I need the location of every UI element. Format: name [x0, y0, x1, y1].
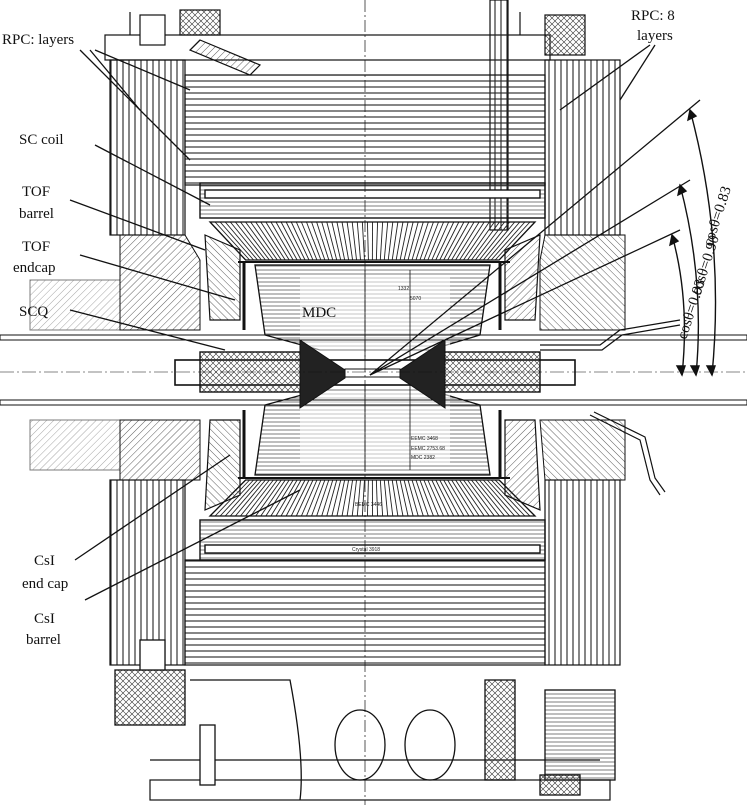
- csi-crystal: [296, 480, 313, 516]
- label-csi-endcap-line2: end cap: [22, 576, 68, 592]
- csi-crystal: [362, 480, 364, 516]
- csi-crystal: [367, 222, 368, 260]
- label-tof-barrel-line1: TOF: [22, 184, 50, 200]
- csi-crystal: [301, 480, 317, 516]
- rpc-endcap-left: [110, 60, 185, 665]
- csi-crystal: [357, 480, 360, 516]
- csi-crystal: [428, 222, 444, 260]
- label-tof-endcap-line2: endcap: [13, 260, 55, 276]
- dimension-5070: 5070: [410, 296, 421, 302]
- csi-crystal: [352, 222, 356, 260]
- label-csi-barrel-line2: barrel: [26, 632, 61, 648]
- csi-crystal: [444, 480, 464, 516]
- csi-crystal: [432, 480, 449, 516]
- csi-crystal: [332, 480, 341, 516]
- csi-crystal: [400, 480, 408, 516]
- bemc-note: BEMC 3446: [355, 502, 382, 508]
- csi-crystal: [444, 222, 464, 260]
- label-csi-endcap-line1: CsI: [34, 553, 55, 569]
- csi-crystal: [432, 222, 449, 260]
- csi-crystal: [286, 480, 305, 516]
- csi-crystal: [286, 222, 305, 260]
- csi-crystal: [337, 480, 345, 516]
- label-sc-coil: SC coil: [19, 132, 64, 148]
- crystal-note: Crystal 3918: [352, 547, 380, 553]
- csi-crystal: [380, 480, 382, 516]
- csi-crystal: [357, 222, 360, 260]
- label-tof-endcap-line1: TOF: [22, 239, 50, 255]
- mdc-note: MDC 2382: [411, 455, 435, 461]
- label-cos-0-93: cosθ=0.93: [675, 277, 709, 341]
- csi-crystal: [408, 222, 418, 260]
- csi-crystal: [362, 222, 364, 260]
- csi-crystal: [400, 222, 408, 260]
- angle-labels: cosθ=0.83 cosθ=0.90 cosθ=0.93: [675, 184, 735, 341]
- csi-crystal: [376, 480, 377, 516]
- csi-crystal: [440, 222, 459, 260]
- label-tof-barrel-line2: barrel: [19, 206, 54, 222]
- csi-crystal: [367, 480, 368, 516]
- csi-crystal: [384, 222, 387, 260]
- csi-crystal: [296, 222, 313, 260]
- csi-crystal: [428, 480, 444, 516]
- csi-crystal: [376, 222, 377, 260]
- csi-crystal: [352, 480, 356, 516]
- eemc-note-1: EEMC 3468: [411, 436, 438, 442]
- csi-crystal: [388, 222, 393, 260]
- csi-crystal: [408, 480, 418, 516]
- csi-crystal: [440, 480, 459, 516]
- csi-crystal: [281, 222, 301, 260]
- csi-crystal: [384, 480, 387, 516]
- label-rpc-8-line1: RPC: 8: [631, 8, 675, 24]
- dimension-1332: 1332: [398, 286, 409, 292]
- label-rpc-layers-left: RPC: layers: [2, 32, 74, 48]
- label-csi-barrel-line1: CsI: [34, 611, 55, 627]
- csi-crystal: [337, 222, 345, 260]
- csi-crystal: [327, 480, 337, 516]
- eemc-note-2: EEMC 2753.68: [411, 446, 445, 452]
- label-scq: SCQ: [19, 304, 48, 320]
- csi-crystal: [388, 480, 393, 516]
- csi-crystal: [327, 222, 337, 260]
- csi-crystal: [404, 480, 413, 516]
- label-rpc-8-line2: layers: [637, 28, 673, 44]
- csi-barrel-top: [210, 222, 535, 260]
- csi-crystal: [404, 222, 413, 260]
- label-mdc: MDC: [302, 305, 336, 321]
- csi-crystal: [380, 222, 382, 260]
- csi-crystal: [332, 222, 341, 260]
- csi-crystal: [301, 222, 317, 260]
